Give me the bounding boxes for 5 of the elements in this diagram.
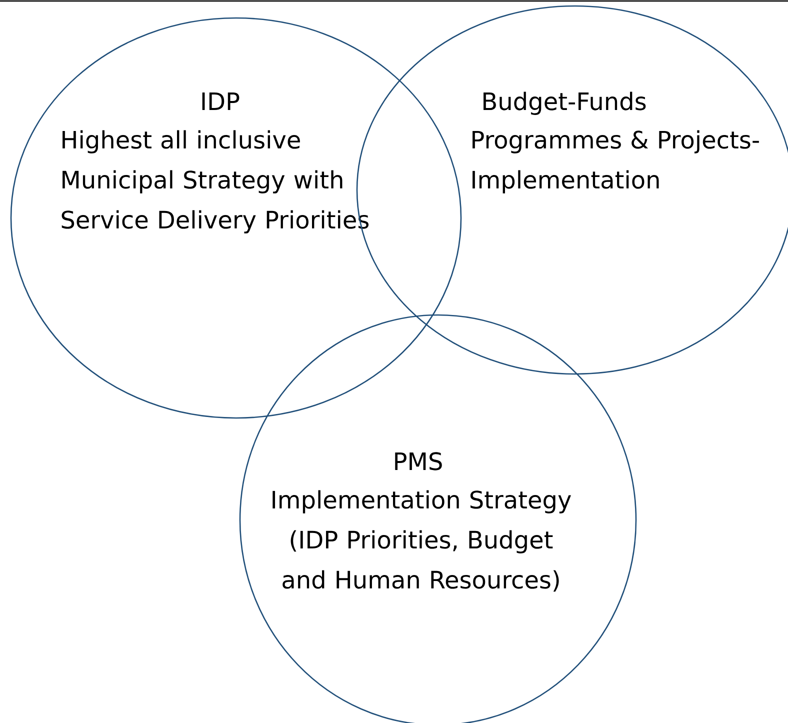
description: Programmes & Projects-Implementation (472, 130, 759, 194)
description: Implementation Strategy (IDP Priorities, Budget and Human Resources) (272, 490, 571, 592)
heading: Budget-Funds (484, 92, 646, 115)
heading: IDP (202, 92, 240, 110)
heading: PMS (395, 452, 442, 470)
